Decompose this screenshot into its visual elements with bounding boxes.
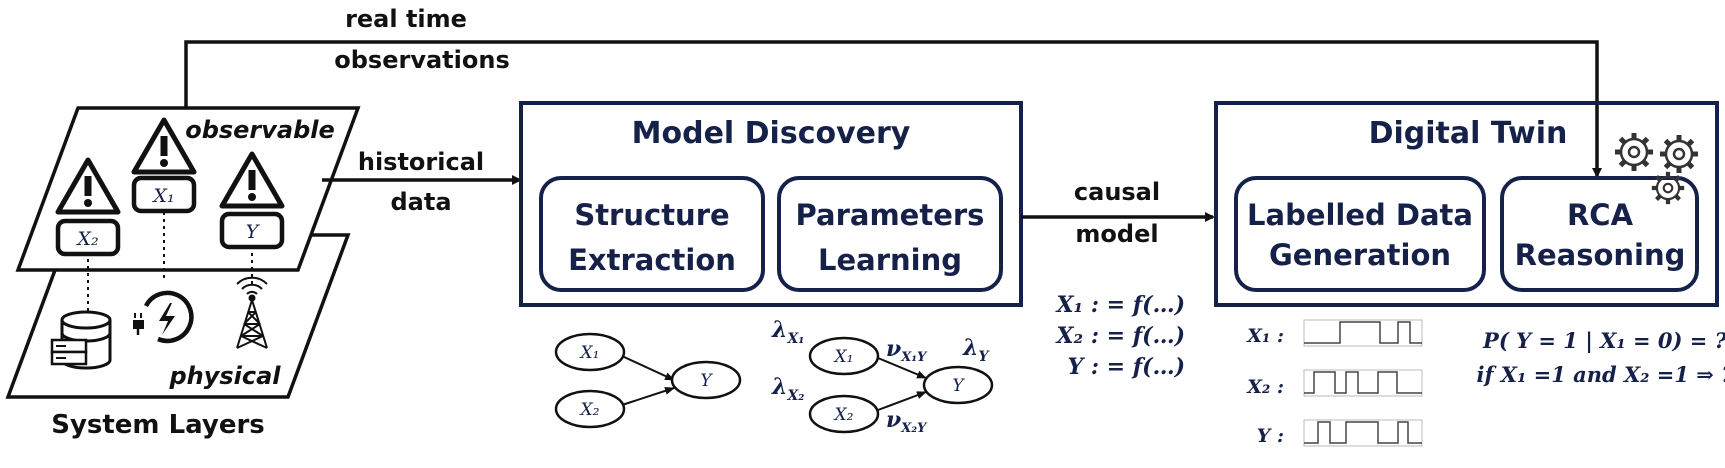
svg-text:νX₂Y: νX₂Y xyxy=(886,407,928,436)
signal-plot-x1 xyxy=(1303,319,1423,347)
realtime-label-line2: observations xyxy=(334,46,509,74)
model-discovery-box: Model Discovery Structure Extraction Par… xyxy=(519,101,1023,307)
physical-label: physical xyxy=(168,362,281,390)
signal-label-x1: X₁ : xyxy=(1246,325,1284,347)
equation-x1: X₁ : = f(…) xyxy=(1054,292,1185,318)
svg-text:X₁: X₁ xyxy=(833,347,854,367)
svg-text:λX₂: λX₂ xyxy=(771,374,804,404)
antenna-tower-icon xyxy=(236,276,268,349)
power-icon xyxy=(133,290,194,344)
labelled-data-line1: Labelled Data xyxy=(1247,198,1473,232)
rca-reasoning-line2: Reasoning xyxy=(1515,238,1686,272)
model-discovery-title: Model Discovery xyxy=(632,116,911,151)
parameters-learning-line1: Parameters xyxy=(796,198,985,232)
realtime-observations-arrow xyxy=(184,40,1602,178)
realtime-label-line1: real time xyxy=(345,5,467,33)
svg-text:νX₁Y: νX₁Y xyxy=(886,336,928,365)
graph-node-y xyxy=(670,360,742,400)
query-line2: if X₁ =1 and X₂ =1 ⇒ ? xyxy=(1476,362,1725,387)
rca-reasoning-line1: RCA xyxy=(1567,198,1634,232)
svg-text:X₁: X₁ xyxy=(579,343,600,363)
signal-label-x2: X₂ : xyxy=(1246,376,1284,398)
causal-label-line2: model xyxy=(1075,220,1158,248)
system-layers-caption: System Layers xyxy=(51,410,265,440)
svg-text:Y: Y xyxy=(952,376,965,396)
parameters-learning-line2: Learning xyxy=(818,243,962,277)
equation-y: Y : = f(…) xyxy=(1067,354,1185,380)
signal-label-y: Y : xyxy=(1257,425,1284,447)
historical-label-line2: data xyxy=(390,188,451,216)
structure-extraction-line1: Structure xyxy=(574,198,729,232)
svg-text:λX₁: λX₁ xyxy=(771,317,804,347)
svg-text:X₂: X₂ xyxy=(833,405,854,425)
system-layers: observable physical X₂ X₁ Y xyxy=(5,106,361,399)
svg-text:Y: Y xyxy=(700,371,713,391)
generated-signals: X₁ : X₂ : Y : xyxy=(1246,319,1423,447)
causal-graph-parameters: X₁ X₂ Y λX₁ λX₂ λY νX₁Y νX₂Y xyxy=(771,317,994,436)
gears-icon xyxy=(1615,133,1698,204)
signal-plot-y xyxy=(1303,419,1423,447)
historical-label-line1: historical xyxy=(358,148,484,176)
digital-twin-title: Digital Twin xyxy=(1369,116,1568,151)
structural-equations: X₁ : = f(…) X₂ : = f(…) Y : = f(…) xyxy=(1054,292,1185,380)
graph-node-x1 xyxy=(554,332,626,372)
causal-graph-structure: X₁ X₂ Y xyxy=(554,332,742,429)
labelled-data-line2: Generation xyxy=(1269,238,1451,272)
equation-x2: X₂ : = f(…) xyxy=(1054,323,1185,349)
alert-var-x2: X₂ xyxy=(75,228,98,250)
observable-label: observable xyxy=(185,116,335,144)
graph-node-x2 xyxy=(554,389,626,429)
svg-text:X₂: X₂ xyxy=(579,400,600,420)
structure-extraction-line2: Extraction xyxy=(568,243,736,277)
alert-var-x1: X₁ xyxy=(151,185,174,207)
digital-twin-box: Digital Twin Labelled Data Generation RC… xyxy=(1214,101,1719,307)
database-icon xyxy=(50,310,112,370)
causal-label-line1: causal xyxy=(1074,178,1160,206)
alert-var-y: Y xyxy=(246,221,261,243)
query-line1: P( Y = 1 | X₁ = 0) = ? xyxy=(1482,328,1725,353)
signal-plot-x2 xyxy=(1303,369,1423,397)
svg-text:λY: λY xyxy=(962,335,990,365)
